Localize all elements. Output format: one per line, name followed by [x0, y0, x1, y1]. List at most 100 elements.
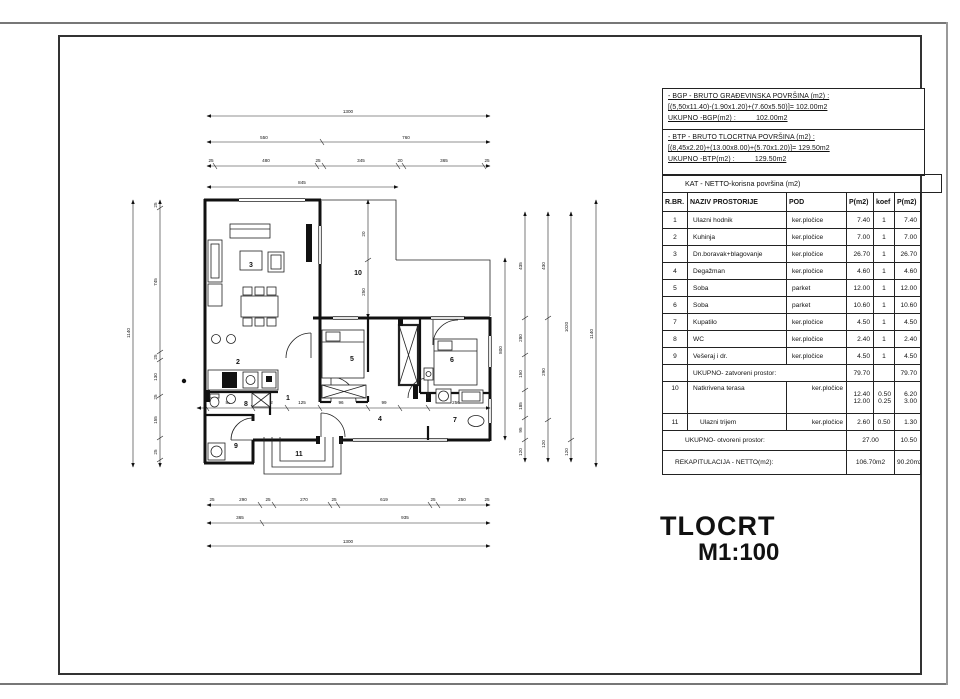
terrace-p1-b: 12.00: [853, 397, 870, 405]
dim-label: 760: [402, 135, 410, 140]
cell-koef: [873, 364, 895, 382]
area-table: R.BR. NAZIV PROSTORIJE POD P(m2) koef P(…: [662, 192, 921, 475]
dim-label: 845: [298, 180, 306, 185]
cell-koef: 1: [873, 279, 895, 297]
cell-p1: 26.70: [846, 245, 874, 263]
dim-label: 1300: [343, 539, 354, 544]
cell-pod: ker.pločice: [786, 245, 847, 263]
table-row: 5 Soba parket 12.00 1 12.00: [662, 279, 921, 297]
terrace-outline: 20 250: [322, 199, 491, 319]
cell-p2: 26.70: [894, 245, 921, 263]
cell-p1: 7.40: [846, 211, 874, 229]
cell-num: 3: [662, 245, 688, 263]
cell-num: [662, 364, 688, 382]
room-label-2: 2: [236, 359, 240, 366]
dim-label: 25: [265, 497, 271, 502]
terrace-p2-b: 3.00: [904, 397, 917, 405]
dim-label: 155: [153, 416, 158, 424]
dim-label: 25: [153, 394, 158, 400]
cell-koef: 0.50: [873, 413, 895, 431]
dim-label: 20: [397, 158, 403, 163]
page-top-edge: [0, 22, 948, 24]
furniture: [207, 223, 485, 475]
cell-name: Ulazni trijem: [687, 413, 787, 431]
subtotal-open-p2: 10.50: [894, 430, 921, 451]
dim-label: 25: [209, 497, 215, 502]
bgp-note-box: - BGP - BRUTO GRAĐEVINSKA POVRŠINA (m2) …: [662, 88, 925, 130]
recap-label: REKAPITULACIJA - NETTO(m2):: [662, 450, 847, 475]
title-block: TLOCRT M1:100: [660, 512, 920, 566]
dim-label: 25: [331, 497, 337, 502]
cell-p2: 7.00: [894, 228, 921, 246]
page-right-edge: [946, 22, 948, 685]
dimension-lines-top: 1300 550 760 25 480 25 345 20 365 25 845: [206, 109, 491, 189]
room-label-5: 5: [350, 356, 354, 363]
col-header-naziv: NAZIV PROSTORIJE: [687, 192, 787, 212]
col-header-p2: P(m2): [894, 192, 921, 212]
cell-num: 2: [662, 228, 688, 246]
cell-koef: 0.50 0.25: [873, 381, 895, 414]
drawing-frame: [58, 35, 922, 675]
cell-p2: 4.60: [894, 262, 921, 280]
subtotal-open-p1: 27.00: [846, 430, 895, 451]
cell-p1: 2.60: [846, 413, 874, 431]
col-header-rbr: R.BR.: [662, 192, 688, 212]
dim-label: 270: [300, 497, 308, 502]
dim-label: 290: [541, 368, 546, 376]
dim-label: 480: [262, 158, 270, 163]
col-header-koef: koef: [873, 192, 895, 212]
interior-walls: [205, 224, 490, 440]
recap-row: REKAPITULACIJA - NETTO(m2): 106.70m2 90.…: [662, 450, 921, 475]
terrace-koef-b: 0.25: [878, 397, 891, 405]
bgp-line2: [(5,50x11.40)-(1.90x1.20)+(7.60x5.50)]= …: [668, 104, 828, 111]
dimension-lines-right: 800 435 280 150 185 95 120 430 290 120 1…: [498, 199, 598, 468]
floor-plan: 1300 550 760 25 480 25 345 20 365 25 845…: [126, 109, 598, 548]
cell-p1: 2.40: [846, 330, 874, 348]
recap-p1: 106.70m2: [846, 450, 895, 475]
cell-koef: 1: [873, 211, 895, 229]
cell-num: 8: [662, 330, 688, 348]
cell-name: Degažman: [687, 262, 787, 280]
dim-label: 280: [518, 334, 523, 342]
cell-pod: ker.pločice: [786, 228, 847, 246]
table-row-porch: 11 Ulazni trijem ker.pločice 2.60 0.50 1…: [662, 413, 921, 431]
room-label-3: 3: [249, 262, 253, 269]
cell-num: 10: [662, 381, 688, 414]
room-labels: 3 2 1 8 9 5 4 6 7 10 11: [234, 262, 457, 458]
btp-line1: - BTP - BRUTO TLOCRTNA POVRŠINA (m2) :: [668, 134, 815, 141]
room-label-9: 9: [234, 443, 238, 450]
cell-koef: 1: [873, 262, 895, 280]
cell-name: Kuhinja: [687, 228, 787, 246]
cell-pod: ker.pločice: [786, 347, 847, 365]
cell-p2: 10.60: [894, 296, 921, 314]
table-row: 4 Degažman ker.pločice 4.60 1 4.60: [662, 262, 921, 280]
dim-label: 20: [361, 231, 366, 237]
terrace-koef-a: 0.50: [878, 390, 891, 398]
dim-label: 435: [518, 262, 523, 270]
cell-num: 6: [662, 296, 688, 314]
col-header-pod: POD: [786, 192, 847, 212]
cell-pod: ker.pločice: [786, 313, 847, 331]
dim-label: 185: [518, 402, 523, 410]
table-caption: KAT - NETTO-korisna površina (m2): [662, 174, 942, 193]
cell-num: 5: [662, 279, 688, 297]
cell-pod: ker.pločice: [786, 413, 847, 431]
subtotal-closed-label: UKUPNO- zatvoreni prostor:: [687, 364, 847, 382]
table-row: 8 WC ker.pločice 2.40 1 2.40: [662, 330, 921, 348]
subtotal-closed-p1: 79.70: [846, 364, 874, 382]
dim-label: 25: [208, 158, 214, 163]
dim-label: 125: [298, 400, 306, 405]
cell-pod: parket: [786, 296, 847, 314]
room-label-6: 6: [450, 357, 454, 364]
dim-label: 25: [430, 497, 436, 502]
dim-label: 250: [458, 497, 466, 502]
cell-name: Kupatilo: [687, 313, 787, 331]
cell-name: Dn.boravak+blagovanje: [687, 245, 787, 263]
dim-label: 1140: [589, 329, 594, 339]
cell-num: 11: [662, 413, 688, 431]
dim-label: 95: [518, 427, 523, 433]
dim-label: 25: [484, 158, 490, 163]
terrace-p2-a: 6.20: [904, 390, 917, 398]
cell-name: Natkrivena terasa: [687, 381, 787, 414]
table-row: 1 Ulazni hodnik ker.pločice 7.40 1 7.40: [662, 211, 921, 229]
